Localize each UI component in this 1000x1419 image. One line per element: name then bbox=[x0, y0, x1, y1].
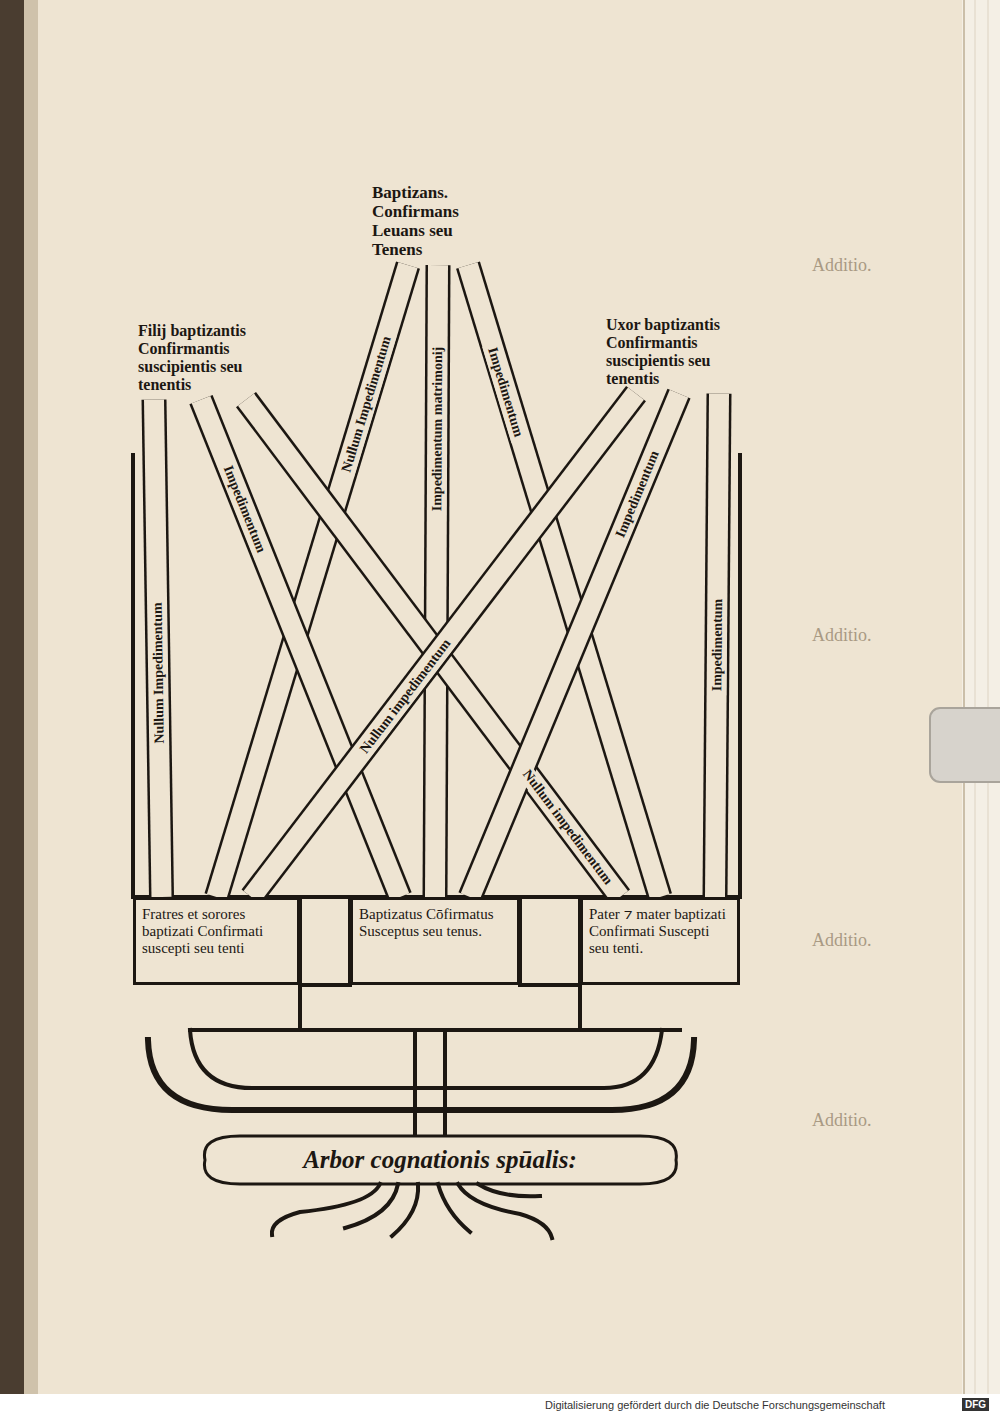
footer-note: Digitalisierung gefördert durch die Deut… bbox=[545, 1399, 885, 1411]
band-label-holder: Impedimentum bbox=[609, 444, 665, 544]
person-text: Baptizans. Confirmans Leuans seu Tenens bbox=[372, 183, 504, 259]
tree-drawing bbox=[190, 1030, 662, 1088]
margin-note: Additio. bbox=[812, 1110, 872, 1131]
tree-drawing bbox=[300, 897, 350, 985]
band-label: Nullum Impedimentum bbox=[150, 598, 169, 747]
person-box: Fratres et sorores baptizati Confirmati … bbox=[133, 897, 300, 985]
person-box: Baptizatus Cōfirmatus Susceptus seu tenu… bbox=[350, 897, 520, 985]
margin-note: Additio. bbox=[812, 625, 872, 646]
tree-drawing bbox=[520, 897, 580, 985]
tree-drawing bbox=[738, 455, 742, 897]
footer-logo: DFG bbox=[962, 1398, 989, 1411]
person-text: Baptizatus Cōfirmatus Susceptus seu tenu… bbox=[359, 906, 511, 940]
tree-drawing bbox=[458, 1184, 552, 1238]
tree-drawing bbox=[345, 1184, 398, 1228]
footer-bar bbox=[0, 1394, 1000, 1419]
tree-drawing bbox=[131, 455, 135, 897]
person-text: Pater ⁊ mater baptizati Confirmati Susce… bbox=[589, 906, 731, 956]
person-text: Fratres et sorores baptizati Confirmati … bbox=[142, 906, 291, 956]
person-heading: Filij baptizantis Confirmantis suscipien… bbox=[138, 322, 280, 394]
band-label-holder: Nullum Impedimentum bbox=[335, 330, 396, 478]
tree-drawing bbox=[578, 985, 582, 1028]
tree-drawing bbox=[478, 1184, 540, 1196]
band-label-holder: Nullum impedimentum bbox=[516, 763, 620, 892]
margin-note: Additio. bbox=[812, 255, 872, 276]
binding-shadow bbox=[24, 0, 38, 1419]
binding-strip bbox=[0, 0, 24, 1419]
band-label-holder: Nullum Impedimentum bbox=[148, 598, 169, 747]
tree-drawing bbox=[443, 1030, 447, 1134]
band-label: Impedimentum matrimonij bbox=[429, 343, 447, 516]
band-label: Nullum Impedimentum bbox=[337, 331, 396, 479]
tree-caption: Arbor cognationis spūalis: bbox=[297, 1146, 583, 1174]
tree-drawing bbox=[148, 1040, 694, 1110]
band-label-holder: Impedimentum matrimonij bbox=[427, 343, 447, 516]
tree-drawing bbox=[298, 985, 302, 1028]
tree-drawing bbox=[190, 1028, 680, 1032]
person-text: Uxor baptizantis Confirmantis suscipient… bbox=[606, 316, 742, 388]
person-box: Pater ⁊ mater baptizati Confirmati Susce… bbox=[580, 897, 740, 985]
band-label: Impedimentum bbox=[709, 595, 726, 696]
tree-drawing bbox=[204, 1136, 676, 1184]
person-text: Filij baptizantis Confirmantis suscipien… bbox=[138, 322, 280, 394]
margin-note: Additio. bbox=[812, 930, 872, 951]
band-label-holder: Impedimentum bbox=[217, 459, 272, 559]
person-heading: Baptizans. Confirmans Leuans seu Tenens bbox=[372, 183, 504, 259]
band-label-holder: Impedimentum bbox=[707, 595, 726, 696]
tree-drawing bbox=[413, 1030, 417, 1134]
band-label: Nullum impedimentum bbox=[516, 764, 618, 892]
clip-tab bbox=[930, 708, 1000, 782]
tree-drawing bbox=[272, 1184, 380, 1235]
person-heading: Uxor baptizantis Confirmantis suscipient… bbox=[606, 316, 742, 388]
tree-drawing bbox=[392, 1184, 418, 1236]
